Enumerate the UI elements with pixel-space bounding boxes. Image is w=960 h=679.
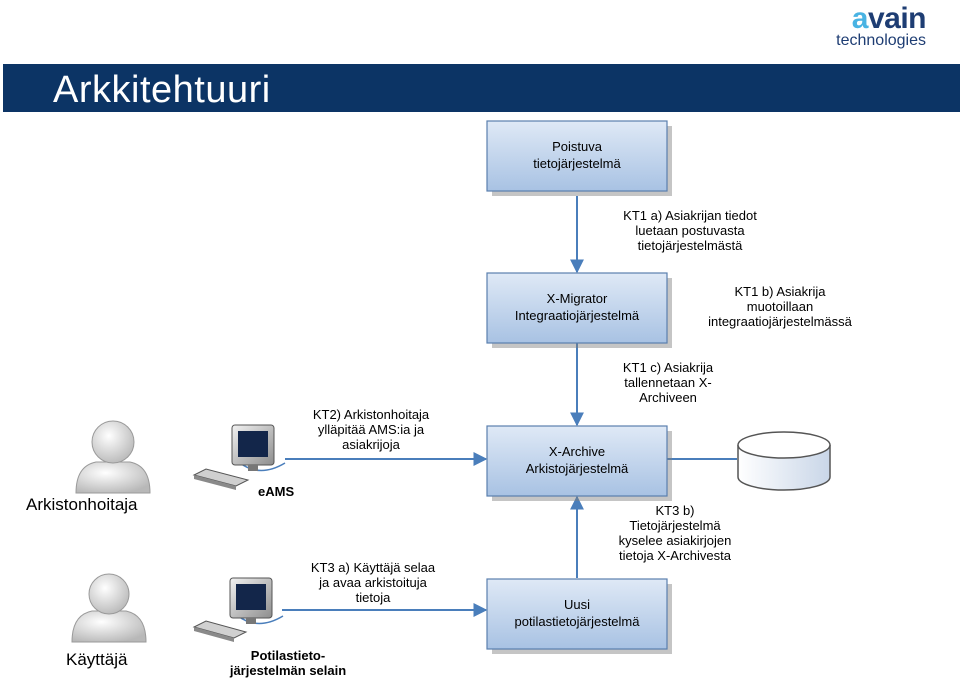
node-uusi-line1: Uusi bbox=[564, 597, 590, 612]
node-xarchive: X-Archive Arkistojärjestelmä bbox=[486, 425, 672, 501]
note-kt1a: KT1 a) Asiakrijan tiedot luetaan postuva… bbox=[623, 208, 757, 253]
node-poistuva-line2: tietojärjestelmä bbox=[533, 156, 621, 171]
actor-kayttaja: Käyttäjä bbox=[66, 650, 128, 669]
note-kt2-line3: asiakrijoja bbox=[342, 437, 401, 452]
logo-subtitle: technologies bbox=[836, 32, 926, 49]
note-kt1c-line3: Archiveen bbox=[639, 390, 697, 405]
person-icon bbox=[75, 420, 151, 494]
note-kt2: KT2) Arkistonhoitaja ylläpitää AMS:ia ja… bbox=[313, 407, 430, 452]
note-kt1c-line1: KT1 c) Asiakrija bbox=[623, 360, 714, 375]
note-kt1b-line3: integraatiojärjestelmässä bbox=[708, 314, 853, 329]
computer-icon bbox=[192, 424, 286, 490]
computer-icon bbox=[192, 577, 284, 642]
note-kt1c: KT1 c) Asiakrija tallennetaan X- Archive… bbox=[623, 360, 714, 405]
node-uusi: Uusi potilastietojärjestelmä bbox=[486, 578, 672, 654]
note-kt1b: KT1 b) Asiakrija muotoillaan integraatio… bbox=[708, 284, 853, 329]
node-xarchive-line1: X-Archive bbox=[549, 444, 605, 459]
node-xarchive-line2: Arkistojärjestelmä bbox=[526, 461, 629, 476]
note-kt3b-line4: tietoja X-Archivesta bbox=[619, 548, 732, 563]
device-eams-label: eAMS bbox=[258, 484, 294, 499]
note-kt3b: KT3 b) Tietojärjestelmä kyselee asiakirj… bbox=[619, 503, 732, 563]
device-selain-line1: Potilastieto- bbox=[251, 648, 325, 663]
note-kt1a-line2: luetaan postuvasta bbox=[635, 223, 745, 238]
note-kt3a-line1: KT3 a) Käyttäjä selaa bbox=[311, 560, 436, 575]
note-kt1a-line1: KT1 a) Asiakrijan tiedot bbox=[623, 208, 757, 223]
database-icon bbox=[737, 431, 831, 491]
device-selain-line2: järjestelmän selain bbox=[229, 663, 346, 678]
actor-arkistonhoitaja: Arkistonhoitaja bbox=[26, 495, 138, 514]
node-uusi-line2: potilastietojärjestelmä bbox=[514, 614, 640, 629]
logo-word: avain bbox=[851, 2, 927, 35]
note-kt3b-line3: kyselee asiakirjojen bbox=[619, 533, 732, 548]
note-kt1b-line2: muotoillaan bbox=[747, 299, 814, 314]
page-title: Arkkitehtuuri bbox=[53, 69, 271, 111]
avain-logo: avain technologies bbox=[826, 2, 950, 50]
note-kt3a: KT3 a) Käyttäjä selaa ja avaa arkistoitu… bbox=[311, 560, 436, 605]
node-poistuva: Poistuva tietojärjestelmä bbox=[486, 120, 672, 196]
note-kt3b-line1: KT3 b) bbox=[655, 503, 694, 518]
person-icon bbox=[71, 573, 147, 643]
note-kt3a-line3: tietoja bbox=[356, 590, 391, 605]
title-bar: Arkkitehtuuri bbox=[3, 64, 960, 112]
note-kt2-line2: ylläpitää AMS:ia ja bbox=[318, 422, 425, 437]
node-poistuva-line1: Poistuva bbox=[552, 139, 603, 154]
node-xmigrator-line2: Integraatiojärjestelmä bbox=[515, 308, 640, 323]
node-xmigrator-line1: X-Migrator bbox=[547, 291, 608, 306]
note-kt1a-line3: tietojärjestelmästä bbox=[638, 238, 744, 253]
note-kt3b-line2: Tietojärjestelmä bbox=[629, 518, 721, 533]
note-kt3a-line2: ja avaa arkistoituja bbox=[318, 575, 427, 590]
note-kt1b-line1: KT1 b) Asiakrija bbox=[734, 284, 826, 299]
note-kt1c-line2: tallennetaan X- bbox=[624, 375, 711, 390]
note-kt2-line1: KT2) Arkistonhoitaja bbox=[313, 407, 430, 422]
node-xmigrator: X-Migrator Integraatiojärjestelmä bbox=[486, 272, 672, 348]
